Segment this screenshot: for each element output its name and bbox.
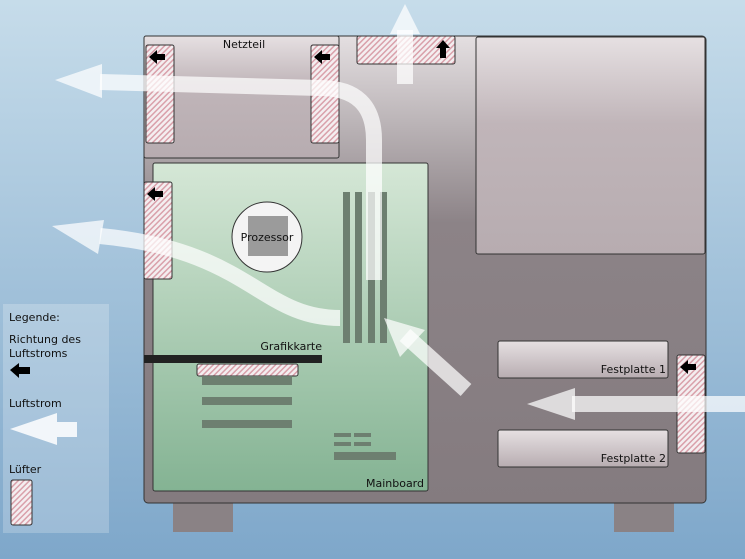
mainboard: Mainboard Prozessor	[152, 162, 429, 492]
legend-fan-swatch	[10, 479, 33, 526]
airflow-arrowhead-icon	[384, 318, 425, 357]
legend-direction-label-line1: Richtung des	[9, 333, 81, 346]
airflow-arrowhead-icon	[52, 220, 104, 254]
airflow-psu-path	[99, 74, 382, 280]
legend-fan-label: Lüfter	[9, 463, 42, 476]
direction-arrow-left-icon	[149, 50, 165, 64]
mainboard-label: Mainboard	[366, 477, 424, 490]
case-foot-right	[614, 500, 674, 532]
processor-label: Prozessor	[241, 231, 294, 244]
processor: Prozessor	[231, 201, 303, 273]
legend-direction-arrow-icon	[10, 363, 30, 378]
chipset	[334, 433, 396, 460]
legend-title: Legende:	[9, 311, 60, 324]
hard-drive-1: Festplatte 1	[497, 340, 669, 379]
airflow-arrows	[99, 30, 745, 412]
case-foot-left	[173, 500, 233, 532]
psu-label: Netzteil	[223, 38, 265, 51]
expansion-slots	[202, 377, 292, 428]
legend: Legende: Richtung des Luftstroms Luftstr…	[3, 304, 109, 533]
drive-bay	[475, 36, 706, 255]
direction-arrow-up-icon	[436, 40, 450, 58]
airflow-diagonal-path	[399, 329, 472, 396]
direction-arrow-left-icon	[147, 187, 163, 201]
legend-airflow-label: Luftstrom	[9, 397, 62, 410]
direction-arrow-left-icon	[680, 360, 696, 374]
hard-drive-1-label: Festplatte 1	[601, 363, 666, 376]
airflow-arrowhead-icon	[55, 64, 102, 98]
direction-arrow-left-icon	[314, 50, 330, 64]
hard-drive-2: Festplatte 2	[497, 429, 669, 468]
hard-drive-2-label: Festplatte 2	[601, 452, 666, 465]
graphics-card-label: Grafikkarte	[260, 340, 322, 353]
airflow-arrowhead-icon	[390, 4, 420, 34]
airflow-cpu-path	[99, 228, 341, 326]
airflow-arrowhead-icon	[527, 388, 575, 420]
fan-psu-left	[145, 44, 175, 144]
legend-direction-label-line2: Luftstroms	[9, 347, 68, 360]
power-supply: Netzteil	[143, 35, 340, 159]
graphics-card: Grafikkarte	[144, 340, 322, 377]
fan-rear-lower	[143, 181, 173, 280]
legend-airflow-arrow-icon	[10, 413, 77, 445]
